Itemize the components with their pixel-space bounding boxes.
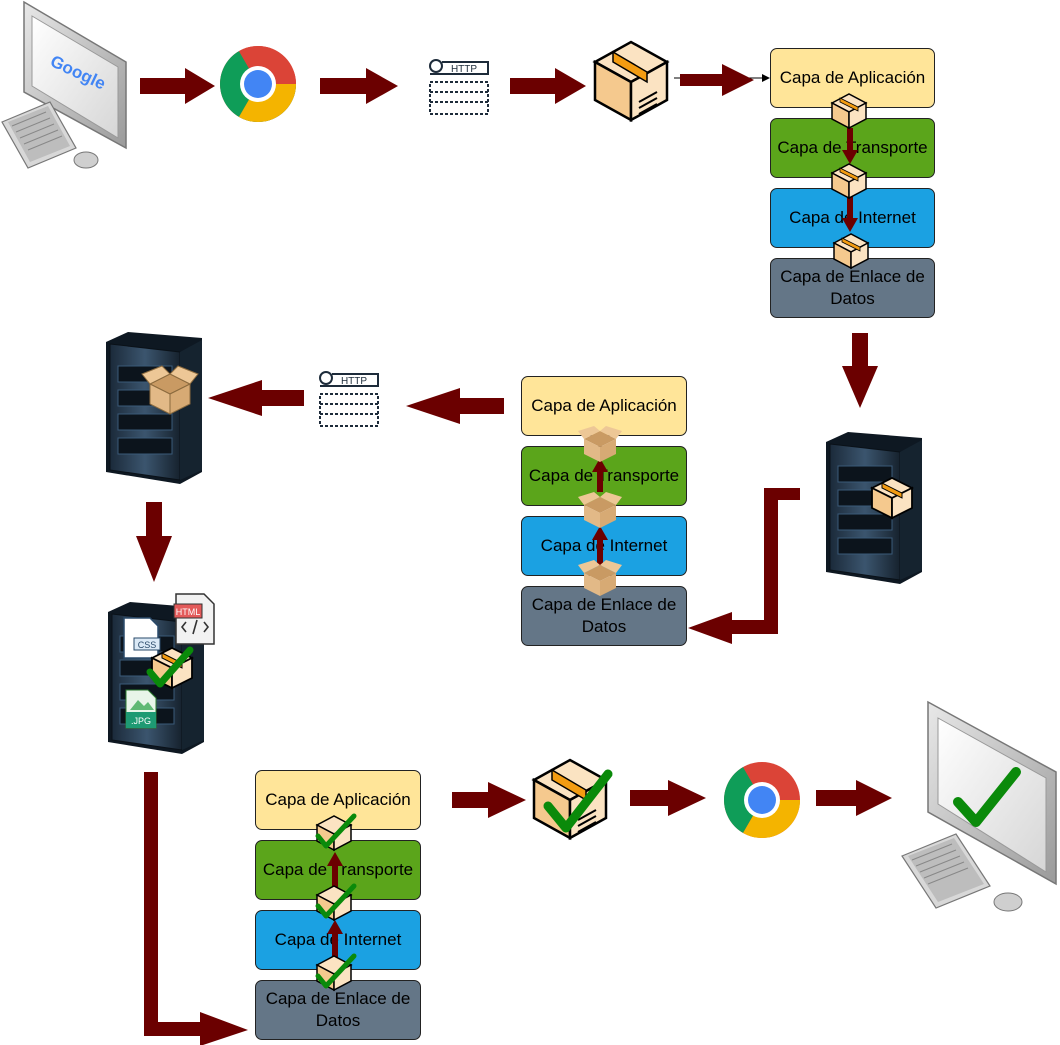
flow-arrows bbox=[136, 64, 892, 1045]
layer-label: Capa de Enlace de Datos bbox=[531, 595, 677, 636]
arrow-server-to-stack2 bbox=[688, 488, 800, 644]
layer-label: Capa de Aplicación bbox=[779, 68, 926, 87]
data-link-layer: Capa de Enlace de Datos bbox=[770, 258, 935, 318]
layer-label: Capa de Enlace de Datos bbox=[780, 267, 925, 308]
layer-label: Capa de Enlace de Datos bbox=[265, 989, 411, 1030]
arrow-http-to-package bbox=[510, 68, 586, 104]
html-file-icon: HTML bbox=[173, 593, 215, 645]
thin-connector-head bbox=[762, 74, 770, 82]
arrow-http-to-server2 bbox=[208, 380, 304, 416]
chrome-browser-icon bbox=[724, 762, 800, 838]
green-checkmark-icon bbox=[146, 646, 194, 688]
arrow-browser-to-computer bbox=[816, 780, 892, 816]
stack1-internal-arrows bbox=[842, 128, 858, 232]
client-computer-icon: Google bbox=[1, 0, 127, 169]
green-checkmark-icon bbox=[315, 953, 357, 989]
green-checkmark-icon bbox=[315, 813, 357, 849]
layer-label: Capa de Transporte bbox=[528, 466, 680, 485]
open-package-icon bbox=[578, 560, 622, 596]
arrow-stack-to-server bbox=[842, 333, 878, 408]
arrow-stack3-to-package bbox=[452, 782, 526, 818]
green-checkmark-icon bbox=[543, 769, 613, 833]
stack3-internal-arrows bbox=[327, 852, 343, 958]
http-request-icon: HTTP bbox=[319, 371, 379, 427]
chrome-browser-icon bbox=[220, 46, 296, 122]
package-box-icon bbox=[830, 93, 868, 130]
package-box-icon bbox=[832, 233, 870, 270]
arrow-stack2-to-http bbox=[406, 388, 504, 424]
arrow-package-to-browser bbox=[630, 780, 706, 816]
http-label: HTTP bbox=[451, 64, 477, 75]
open-package-icon bbox=[578, 492, 622, 528]
layer-label: Capa de Internet bbox=[540, 536, 668, 555]
arrow-computer-to-browser bbox=[140, 68, 215, 104]
package-box-icon bbox=[830, 163, 868, 200]
green-checkmark-icon bbox=[315, 883, 357, 919]
package-box-icon bbox=[869, 476, 915, 520]
layer-label: Capa de Aplicación bbox=[265, 790, 411, 809]
open-package-icon bbox=[578, 426, 622, 462]
html-label: HTML bbox=[176, 607, 201, 617]
css-label: CSS bbox=[138, 640, 157, 650]
jpg-file-icon: .JPG bbox=[125, 689, 157, 729]
arrow-browser-to-http bbox=[320, 68, 398, 104]
jpg-label: .JPG bbox=[131, 716, 151, 726]
layer-label: Capa de Aplicación bbox=[531, 396, 677, 415]
data-link-layer: Capa de Enlace de Datos bbox=[521, 586, 687, 646]
open-package-icon bbox=[141, 365, 199, 415]
http-label: HTTP bbox=[341, 376, 367, 387]
application-layer: Capa de Aplicación bbox=[521, 376, 687, 436]
green-checkmark-icon bbox=[953, 767, 1021, 827]
package-box-icon bbox=[592, 40, 670, 123]
arrow-package-to-stack bbox=[680, 64, 754, 96]
arrow-server2-to-server3 bbox=[136, 502, 172, 582]
css-file-icon: CSS bbox=[123, 617, 161, 659]
http-request-icon: HTTP bbox=[429, 59, 489, 115]
data-link-layer: Capa de Enlace de Datos bbox=[255, 980, 421, 1040]
arrow-server3-to-stack3 bbox=[144, 772, 248, 1045]
stack2-internal-arrows bbox=[592, 458, 608, 566]
